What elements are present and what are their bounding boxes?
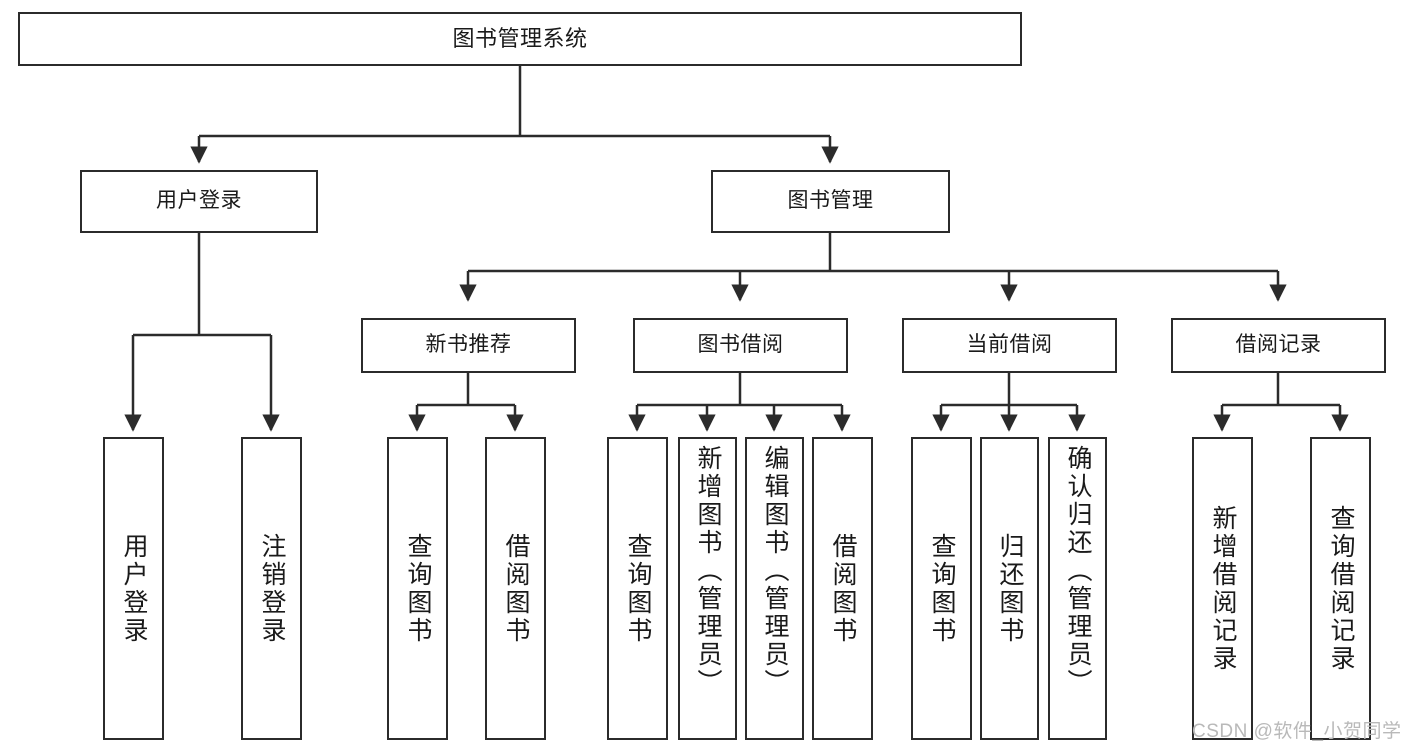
node-new-book-recommend[interactable]: 新书推荐 bbox=[361, 318, 576, 373]
leaf-search-book-new[interactable]: 查询图书 bbox=[387, 437, 448, 740]
node-label: 借阅图书 bbox=[502, 532, 530, 645]
leaf-confirm-return-admin[interactable]: 确认归还（管理员） bbox=[1048, 437, 1107, 740]
leaf-add-book-admin[interactable]: 新增图书（管理员） bbox=[678, 437, 737, 740]
node-label: 借阅图书 bbox=[829, 532, 857, 645]
leaf-user-login[interactable]: 用户登录 bbox=[103, 437, 164, 740]
node-user-login[interactable]: 用户登录 bbox=[80, 170, 318, 233]
node-label: 查询图书 bbox=[928, 532, 956, 645]
leaf-return-book[interactable]: 归还图书 bbox=[980, 437, 1039, 740]
csdn-watermark: CSDN @软件_小贺同学 bbox=[1192, 721, 1402, 742]
node-label: 归还图书 bbox=[996, 532, 1024, 645]
node-label: 确认归还（管理员） bbox=[1064, 445, 1092, 697]
node-root-system[interactable]: 图书管理系统 bbox=[18, 12, 1022, 66]
leaf-logout[interactable]: 注销登录 bbox=[241, 437, 302, 740]
node-label: 图书管理系统 bbox=[452, 26, 588, 52]
node-label: 查询图书 bbox=[624, 532, 652, 645]
node-borrow-record[interactable]: 借阅记录 bbox=[1171, 318, 1386, 373]
leaf-edit-book-admin[interactable]: 编辑图书（管理员） bbox=[745, 437, 804, 740]
node-label: 注销登录 bbox=[258, 532, 286, 645]
node-label: 借阅记录 bbox=[1235, 333, 1322, 357]
node-label: 查询图书 bbox=[404, 532, 432, 645]
node-label: 新增借阅记录 bbox=[1209, 504, 1237, 673]
node-label: 查询借阅记录 bbox=[1327, 504, 1355, 673]
node-label: 当前借阅 bbox=[966, 333, 1053, 357]
leaf-search-borrow-record[interactable]: 查询借阅记录 bbox=[1310, 437, 1371, 740]
node-label: 新书推荐 bbox=[425, 333, 512, 357]
node-book-borrow[interactable]: 图书借阅 bbox=[633, 318, 848, 373]
node-label: 编辑图书（管理员） bbox=[761, 445, 789, 697]
leaf-borrow-book[interactable]: 借阅图书 bbox=[812, 437, 873, 740]
node-book-management[interactable]: 图书管理 bbox=[711, 170, 950, 233]
node-label: 图书借阅 bbox=[697, 333, 784, 357]
leaf-add-borrow-record[interactable]: 新增借阅记录 bbox=[1192, 437, 1253, 740]
node-label: 新增图书（管理员） bbox=[694, 445, 722, 697]
node-current-borrow[interactable]: 当前借阅 bbox=[902, 318, 1117, 373]
node-label: 图书管理 bbox=[787, 189, 874, 213]
leaf-search-book-current[interactable]: 查询图书 bbox=[911, 437, 972, 740]
node-label: 用户登录 bbox=[156, 189, 242, 213]
leaf-search-book-borrow[interactable]: 查询图书 bbox=[607, 437, 668, 740]
leaf-borrow-book-new[interactable]: 借阅图书 bbox=[485, 437, 546, 740]
node-label: 用户登录 bbox=[120, 532, 148, 645]
